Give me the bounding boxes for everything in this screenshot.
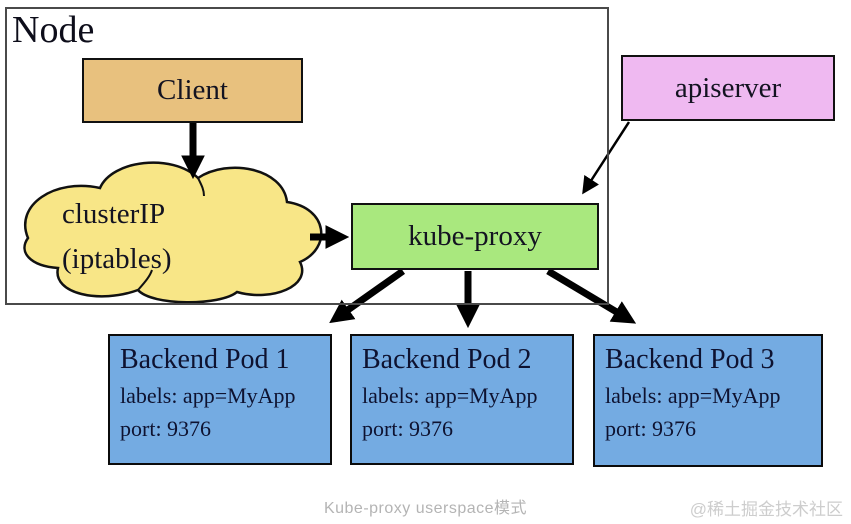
node-label: Node — [12, 9, 95, 51]
arrow-kubeproxy-to-pod1 — [329, 268, 406, 324]
pod-port: port: 9376 — [362, 416, 454, 441]
cloud-crease-2 — [197, 177, 205, 197]
cluster-ip-cloud — [23, 161, 323, 304]
apiserver-box: apiserver — [621, 55, 835, 121]
backend-pod-3: Backend Pod 3 labels: app=MyApp port: 93… — [593, 334, 823, 467]
arrow-kubeproxy-to-pod3 — [546, 267, 637, 324]
cluster-ip-text: clusterIP (iptables) — [62, 192, 172, 282]
kube-proxy-label: kube-proxy — [408, 220, 542, 252]
kube-proxy-box: kube-proxy — [351, 203, 599, 270]
pod-labels: labels: app=MyApp — [362, 383, 538, 408]
pod-labels: labels: app=MyApp — [605, 383, 781, 408]
pod-title: Backend Pod 3 — [605, 344, 775, 375]
cluster-ip-line2: (iptables) — [62, 243, 172, 275]
pod-port: port: 9376 — [605, 416, 697, 441]
backend-pod-2: Backend Pod 2 labels: app=MyApp port: 93… — [350, 334, 574, 465]
pod-title: Backend Pod 2 — [362, 344, 532, 375]
node-boundary — [5, 7, 609, 305]
client-label: Client — [157, 74, 228, 106]
pod-labels: labels: app=MyApp — [120, 383, 296, 408]
watermark: @稀土掘金技术社区 — [689, 500, 843, 519]
apiserver-label: apiserver — [674, 71, 782, 104]
cluster-ip-line1: clusterIP — [62, 198, 166, 230]
figure-caption: Kube-proxy userspace模式 — [323, 500, 528, 517]
cloud-crease-1 — [137, 269, 153, 291]
backend-pod-1: Backend Pod 1 labels: app=MyApp port: 93… — [108, 334, 332, 465]
client-box: Client — [82, 58, 303, 123]
pod-title: Backend Pod 1 — [120, 344, 290, 375]
pod-port: port: 9376 — [120, 416, 212, 441]
